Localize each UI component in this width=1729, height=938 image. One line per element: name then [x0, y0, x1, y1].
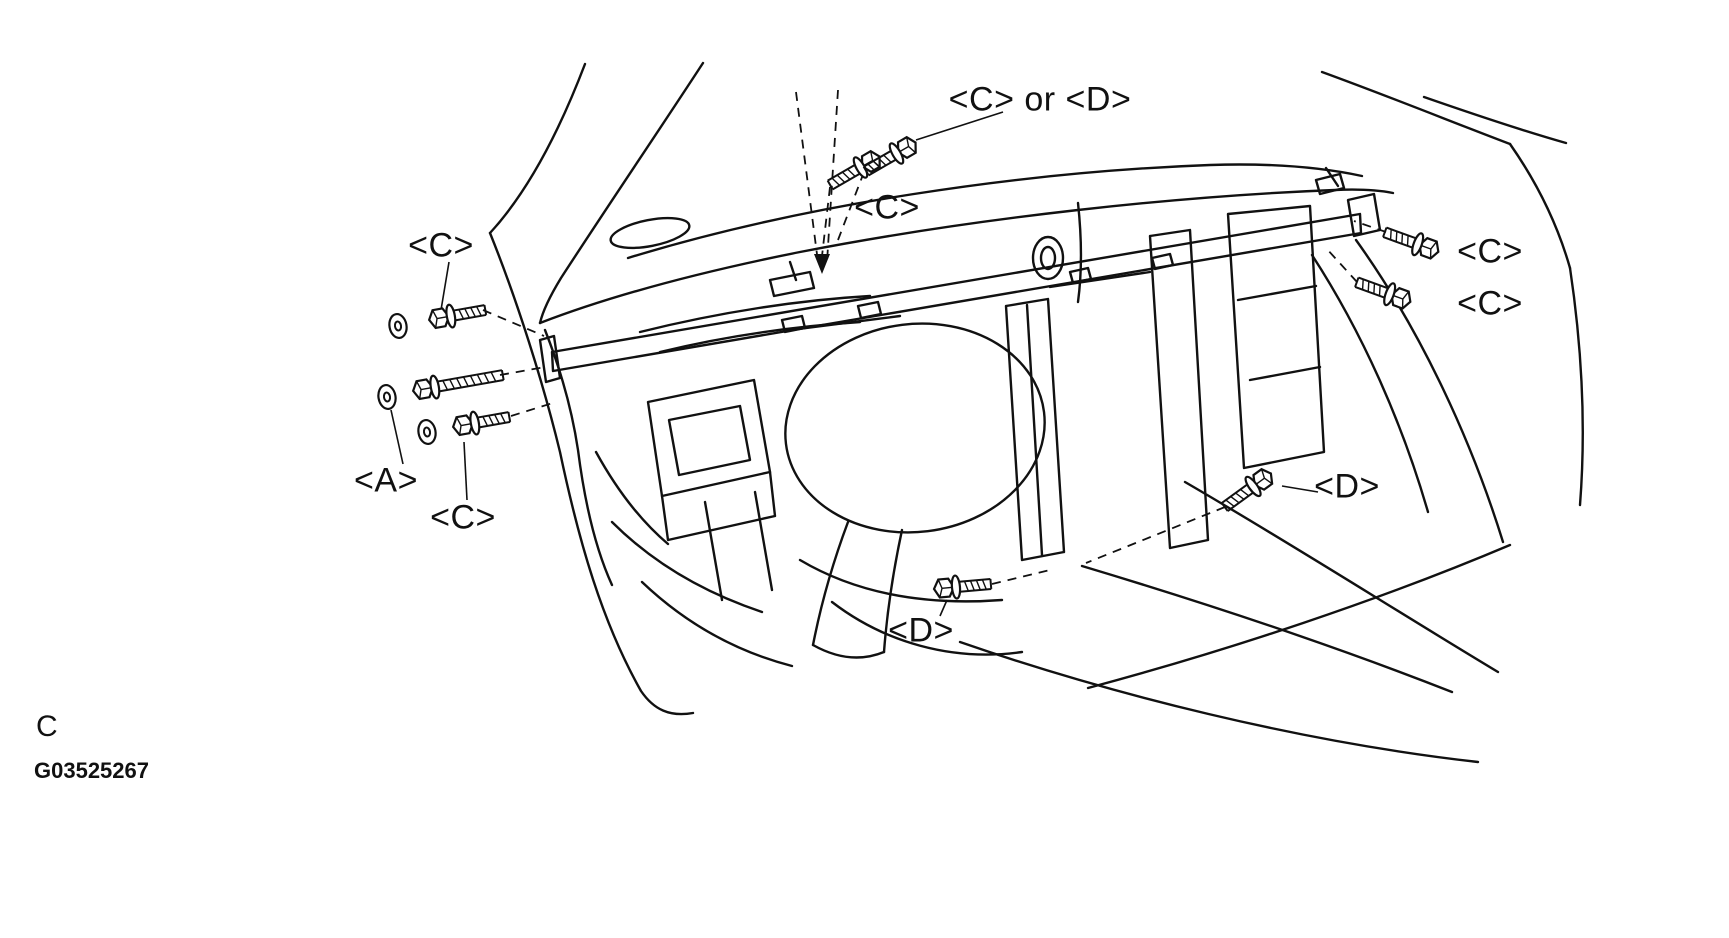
callout-c-or-d: <C> or <D> [948, 80, 1132, 119]
bolt-icon-left-upper [426, 297, 489, 333]
bolt-icon-right-upper [1379, 220, 1444, 264]
bolt-icon-right-d [1216, 463, 1279, 518]
washer-icon [415, 417, 439, 447]
leader-lines [390, 111, 1319, 617]
figure-panel-label: C [36, 710, 58, 743]
callout-d-right: <D> [1314, 467, 1380, 506]
callout-a-left: <A> [354, 461, 418, 500]
bolt-icon-right-lower [1351, 270, 1416, 314]
callout-c-left-lower: <C> [430, 498, 496, 537]
washer-icon [375, 382, 399, 412]
callout-c-right-lower: <C> [1457, 284, 1523, 323]
dashboard-line-art [488, 61, 1584, 764]
callout-c-left-upper: <C> [408, 226, 474, 265]
callout-d-bottom: <D> [888, 611, 954, 650]
down-arrow-icon [814, 254, 830, 274]
callout-c-airbag: <C> [854, 188, 920, 227]
callout-c-right-upper: <C> [1457, 232, 1523, 271]
bolt-icon-left-lower [450, 404, 513, 440]
figure-id: G03525267 [34, 758, 149, 783]
bolt-icon-bottom-d [931, 571, 993, 602]
dashed-leader-lines [482, 89, 1387, 585]
washer-icon [386, 311, 410, 341]
bolt-icon-left-long [410, 362, 506, 404]
